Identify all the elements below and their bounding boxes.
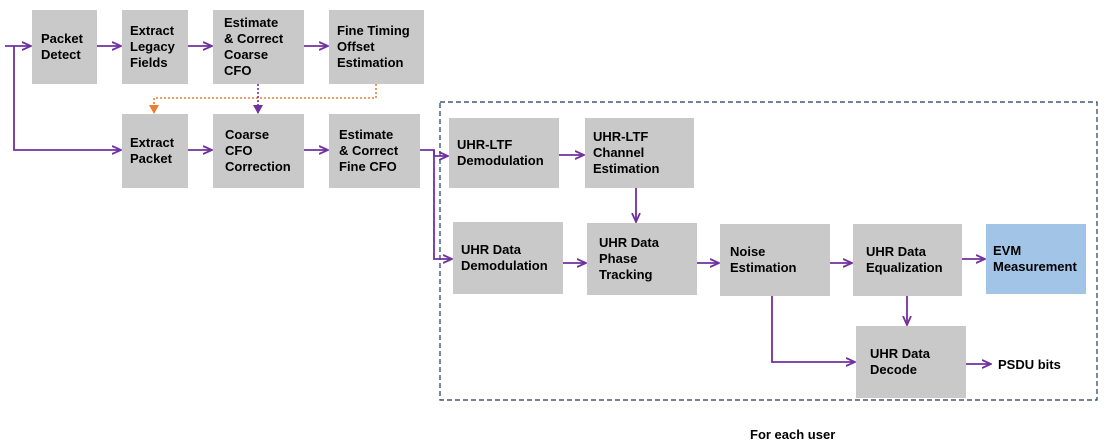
uhr-ltf-demodulation-block: UHR-LTF Demodulation xyxy=(449,118,559,188)
per-user-region xyxy=(439,101,1098,401)
arrow-noise-est-to-decode xyxy=(771,296,855,362)
arrow-split-to-extract-packet xyxy=(13,46,121,150)
coarse-cfo-correction-block: Coarse CFO Correction xyxy=(213,114,304,188)
extract-legacy-fields-block: Extract Legacy Fields xyxy=(122,10,188,84)
extract-packet-block: Extract Packet xyxy=(122,114,188,188)
uhr-data-equalization-block: UHR Data Equalization xyxy=(853,224,962,296)
psdu-bits-label: PSDU bits xyxy=(998,357,1061,372)
uhr-data-demodulation-block: UHR Data Demodulation xyxy=(453,222,563,294)
uhr-data-decode-block: UHR Data Decode xyxy=(856,326,966,398)
estimate-correct-coarse-cfo-block: Estimate & Correct Coarse CFO xyxy=(213,10,304,84)
packet-detect-block: Packet Detect xyxy=(32,10,97,84)
estimate-correct-fine-cfo-block: Estimate & Correct Fine CFO xyxy=(329,114,420,188)
noise-estimation-block: Noise Estimation xyxy=(720,224,830,296)
evm-measurement-block: EVM Measurement xyxy=(986,224,1086,294)
arrow-fine-cfo-to-uhr-data-demod xyxy=(433,150,452,259)
uhr-ltf-channel-estimation-block: UHR-LTF Channel Estimation xyxy=(585,118,694,188)
uhr-data-phase-tracking-block: UHR Data Phase Tracking xyxy=(587,223,697,295)
fine-timing-offset-estimation-block: Fine Timing Offset Estimation xyxy=(329,10,424,84)
feedback-fine-timing-to-extract-packet xyxy=(149,84,377,114)
for-each-user-label: For each user xyxy=(750,427,836,442)
